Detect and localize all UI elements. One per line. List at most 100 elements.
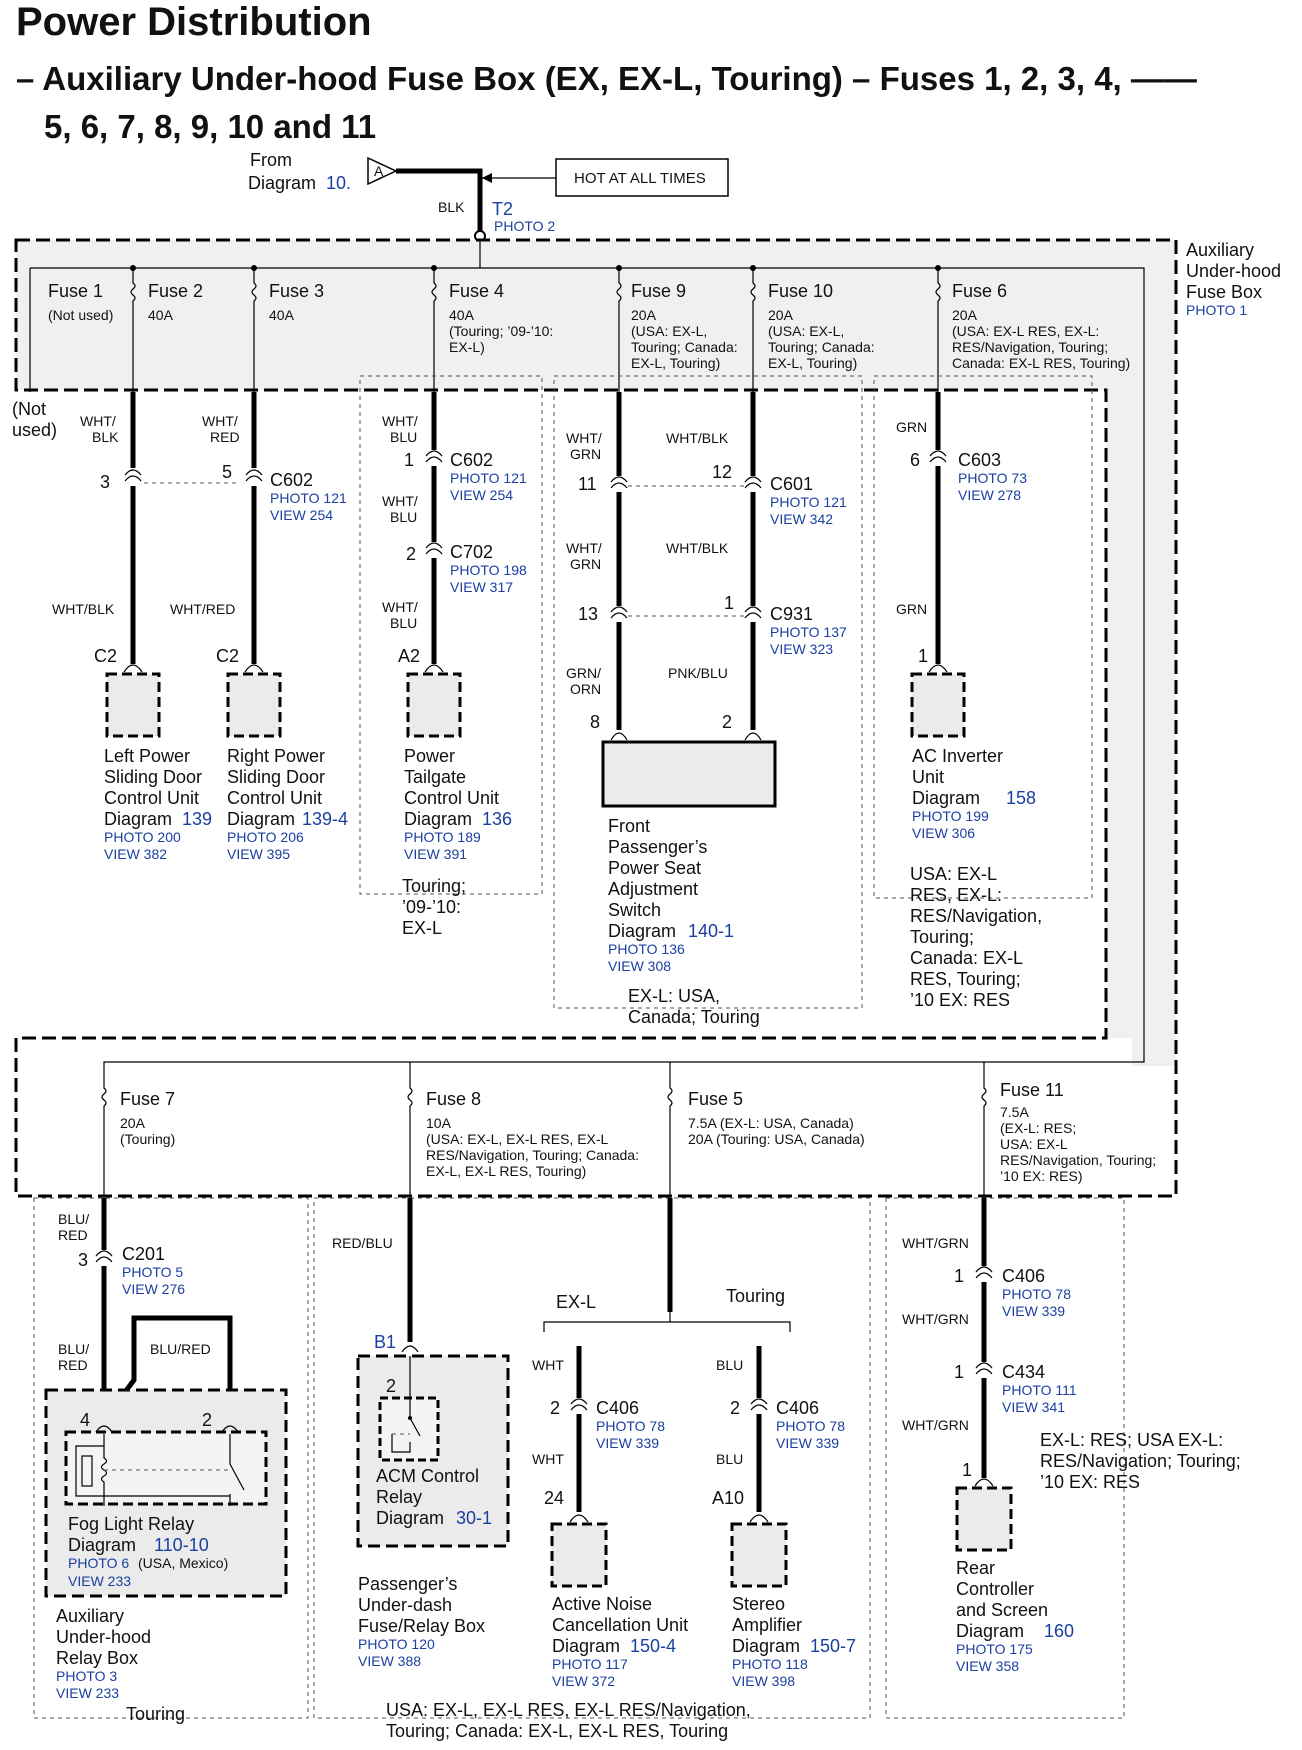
aux-fuse-box-outline	[14, 238, 1178, 1198]
connectors-c406: C406	[776, 1398, 819, 1418]
components-amp-view[interactable]: VIEW 398	[732, 1673, 795, 1689]
components-tailgate-view[interactable]: VIEW 391	[404, 846, 467, 862]
diagram-link[interactable]: 139	[182, 809, 212, 829]
right-door-circuit: WHT/ RED 5 C602 PHOTO 121 VIEW 254 WHT/R…	[170, 392, 347, 738]
components-inverter-note-l1: USA: EX-L	[910, 864, 997, 884]
fusebox-photo[interactable]: PHOTO 1	[1186, 302, 1247, 318]
connectors-p5[interactable]: PHOTO 5	[122, 1264, 183, 1280]
fuses-f9-l1: 20A	[631, 307, 657, 323]
components-right-door-view[interactable]: VIEW 395	[227, 846, 290, 862]
fuses-f11-l2: (EX-L: RES;	[1000, 1120, 1076, 1136]
components-tailgate-note-l1: Touring;	[402, 876, 466, 896]
wires-wht-blu: WHT/	[382, 599, 418, 615]
connectors-v254[interactable]: VIEW 254	[450, 487, 513, 503]
diagram-link[interactable]: 110-10	[154, 1535, 209, 1555]
connectors-p198[interactable]: PHOTO 198	[450, 562, 527, 578]
components-anc-l1: Active Noise	[552, 1594, 652, 1614]
connectors-v339[interactable]: VIEW 339	[596, 1435, 659, 1451]
connectors-p121[interactable]: PHOTO 121	[770, 494, 847, 510]
components-amp-photo[interactable]: PHOTO 118	[732, 1656, 808, 1672]
components-rear-note-l3: ’10 EX: RES	[1040, 1472, 1140, 1492]
aux-underhood-relay-box: Auxiliary Under-hood Relay Box PHOTO 3 V…	[56, 1606, 185, 1724]
components-tailgate-photo[interactable]: PHOTO 189	[404, 829, 481, 845]
connectors-v339[interactable]: VIEW 339	[776, 1435, 839, 1451]
components-fog-l2: Diagram	[68, 1535, 136, 1555]
fog-option-box	[33, 1197, 309, 1719]
components-anc-photo[interactable]: PHOTO 117	[552, 1656, 628, 1672]
components-seat-photo[interactable]: PHOTO 136	[608, 941, 685, 957]
connectors-c201: C201	[122, 1244, 165, 1264]
fuse-4: Fuse 4 40A (Touring; ’09-’10: EX-L)	[449, 281, 553, 355]
diagram-link[interactable]: 160	[1044, 1621, 1074, 1641]
fuses-f6-l4: Canada: EX-L RES, Touring)	[952, 355, 1130, 371]
photo-2[interactable]: PHOTO 2	[494, 218, 555, 234]
diagram-link[interactable]: 136	[482, 809, 512, 829]
diagram-link[interactable]: 140-1	[688, 921, 734, 941]
components-seat-l2: Passenger’s	[608, 837, 707, 857]
components-seat-note-l1: EX-L: USA,	[628, 986, 720, 1006]
components-inverter-note-l5: Canada: EX-L	[910, 948, 1023, 968]
from-diagram-link[interactable]: 10.	[326, 173, 351, 193]
connectors-p78[interactable]: PHOTO 78	[596, 1418, 665, 1434]
fuses-f5-name: Fuse 5	[688, 1089, 743, 1109]
fog-light-relay: Fog Light Relay Diagram 110-10 PHOTO 6 (…	[68, 1514, 228, 1589]
components-seat-view[interactable]: VIEW 308	[608, 958, 671, 974]
connectors-v317[interactable]: VIEW 317	[450, 579, 513, 595]
fuse-6: Fuse 6 20A (USA: EX-L RES, EX-L: RES/Nav…	[952, 281, 1130, 371]
components-pass-box-view[interactable]: VIEW 388	[358, 1653, 421, 1669]
components-left-door-view[interactable]: VIEW 382	[104, 846, 167, 862]
connectors-v342[interactable]: VIEW 342	[770, 511, 833, 527]
components-rear-view[interactable]: VIEW 358	[956, 1658, 1019, 1674]
connectors-v341[interactable]: VIEW 341	[1002, 1399, 1065, 1415]
hot-at-all-times-box	[555, 158, 729, 197]
components-fog-photo[interactable]: PHOTO 6	[68, 1555, 129, 1571]
connectors-p111[interactable]: PHOTO 111	[1002, 1382, 1077, 1398]
components-relay-box-view[interactable]: VIEW 233	[56, 1685, 119, 1701]
fusebox-l3: Fuse Box	[1186, 282, 1262, 302]
components-pass-box-l2: Under-dash	[358, 1595, 452, 1615]
pins-p8: 8	[590, 712, 600, 732]
diagram-link[interactable]: 139-4	[302, 809, 348, 829]
diagram-link[interactable]: 150-7	[810, 1636, 856, 1656]
components-anc-view[interactable]: VIEW 372	[552, 1673, 615, 1689]
connectors-c931: C931	[770, 604, 813, 624]
pins-p2: 2	[722, 712, 732, 732]
components-fog-view[interactable]: VIEW 233	[68, 1573, 131, 1589]
wires-blu-red1: BLU/	[58, 1211, 89, 1227]
connectors-v254[interactable]: VIEW 254	[270, 507, 333, 523]
components-inverter-view[interactable]: VIEW 306	[912, 825, 975, 841]
fuses-f6-l3: RES/Navigation, Touring;	[952, 339, 1108, 355]
connectors-v276[interactable]: VIEW 276	[122, 1281, 185, 1297]
components-pass-box-photo[interactable]: PHOTO 120	[358, 1636, 435, 1652]
connectors-p78[interactable]: PHOTO 78	[1002, 1286, 1071, 1302]
connectors-p137[interactable]: PHOTO 137	[770, 624, 847, 640]
components-inverter-photo[interactable]: PHOTO 199	[912, 808, 989, 824]
connectors-c406: C406	[1002, 1266, 1045, 1286]
left-door-circuit: WHT/ BLK 3 WHT/BLK C2	[52, 392, 240, 738]
pins-p2: 2	[550, 1398, 560, 1418]
fuses-f7-l2: (Touring)	[120, 1131, 175, 1147]
wires-blk: BLK	[92, 429, 119, 445]
subtitle-line-2: 5, 6, 7, 8, 9, 10 and 11	[44, 108, 377, 145]
connectors-p73[interactable]: PHOTO 73	[958, 470, 1027, 486]
subtitle-line-1: – Auxiliary Under-hood Fuse Box (EX, EX-…	[16, 60, 1197, 97]
wires-wht-blk-full: WHT/BLK	[666, 540, 729, 556]
fuses-f1-name: Fuse 1	[48, 281, 103, 301]
connectors-v323[interactable]: VIEW 323	[770, 641, 833, 657]
components-inverter-note-l4: Touring;	[910, 927, 974, 947]
components-rear-photo[interactable]: PHOTO 175	[956, 1641, 1033, 1657]
diagram-link[interactable]: 30-1	[456, 1508, 492, 1528]
connectors-p121[interactable]: PHOTO 121	[270, 490, 347, 506]
components-right-door-photo[interactable]: PHOTO 206	[227, 829, 304, 845]
components-relay-box-photo[interactable]: PHOTO 3	[56, 1668, 117, 1684]
diagram-link[interactable]: 150-4	[630, 1636, 676, 1656]
pins-p3: 3	[78, 1250, 88, 1270]
components-rear-note-l2: RES/Navigation; Touring;	[1040, 1451, 1241, 1471]
diagram-link[interactable]: 158	[1006, 788, 1036, 808]
connectors-v339[interactable]: VIEW 339	[1002, 1303, 1065, 1319]
connectors-p121[interactable]: PHOTO 121	[450, 470, 527, 486]
connectors-p78[interactable]: PHOTO 78	[776, 1418, 845, 1434]
components-left-door-l1: Left Power	[104, 746, 190, 766]
connectors-v278[interactable]: VIEW 278	[958, 487, 1021, 503]
components-left-door-photo[interactable]: PHOTO 200	[104, 829, 181, 845]
